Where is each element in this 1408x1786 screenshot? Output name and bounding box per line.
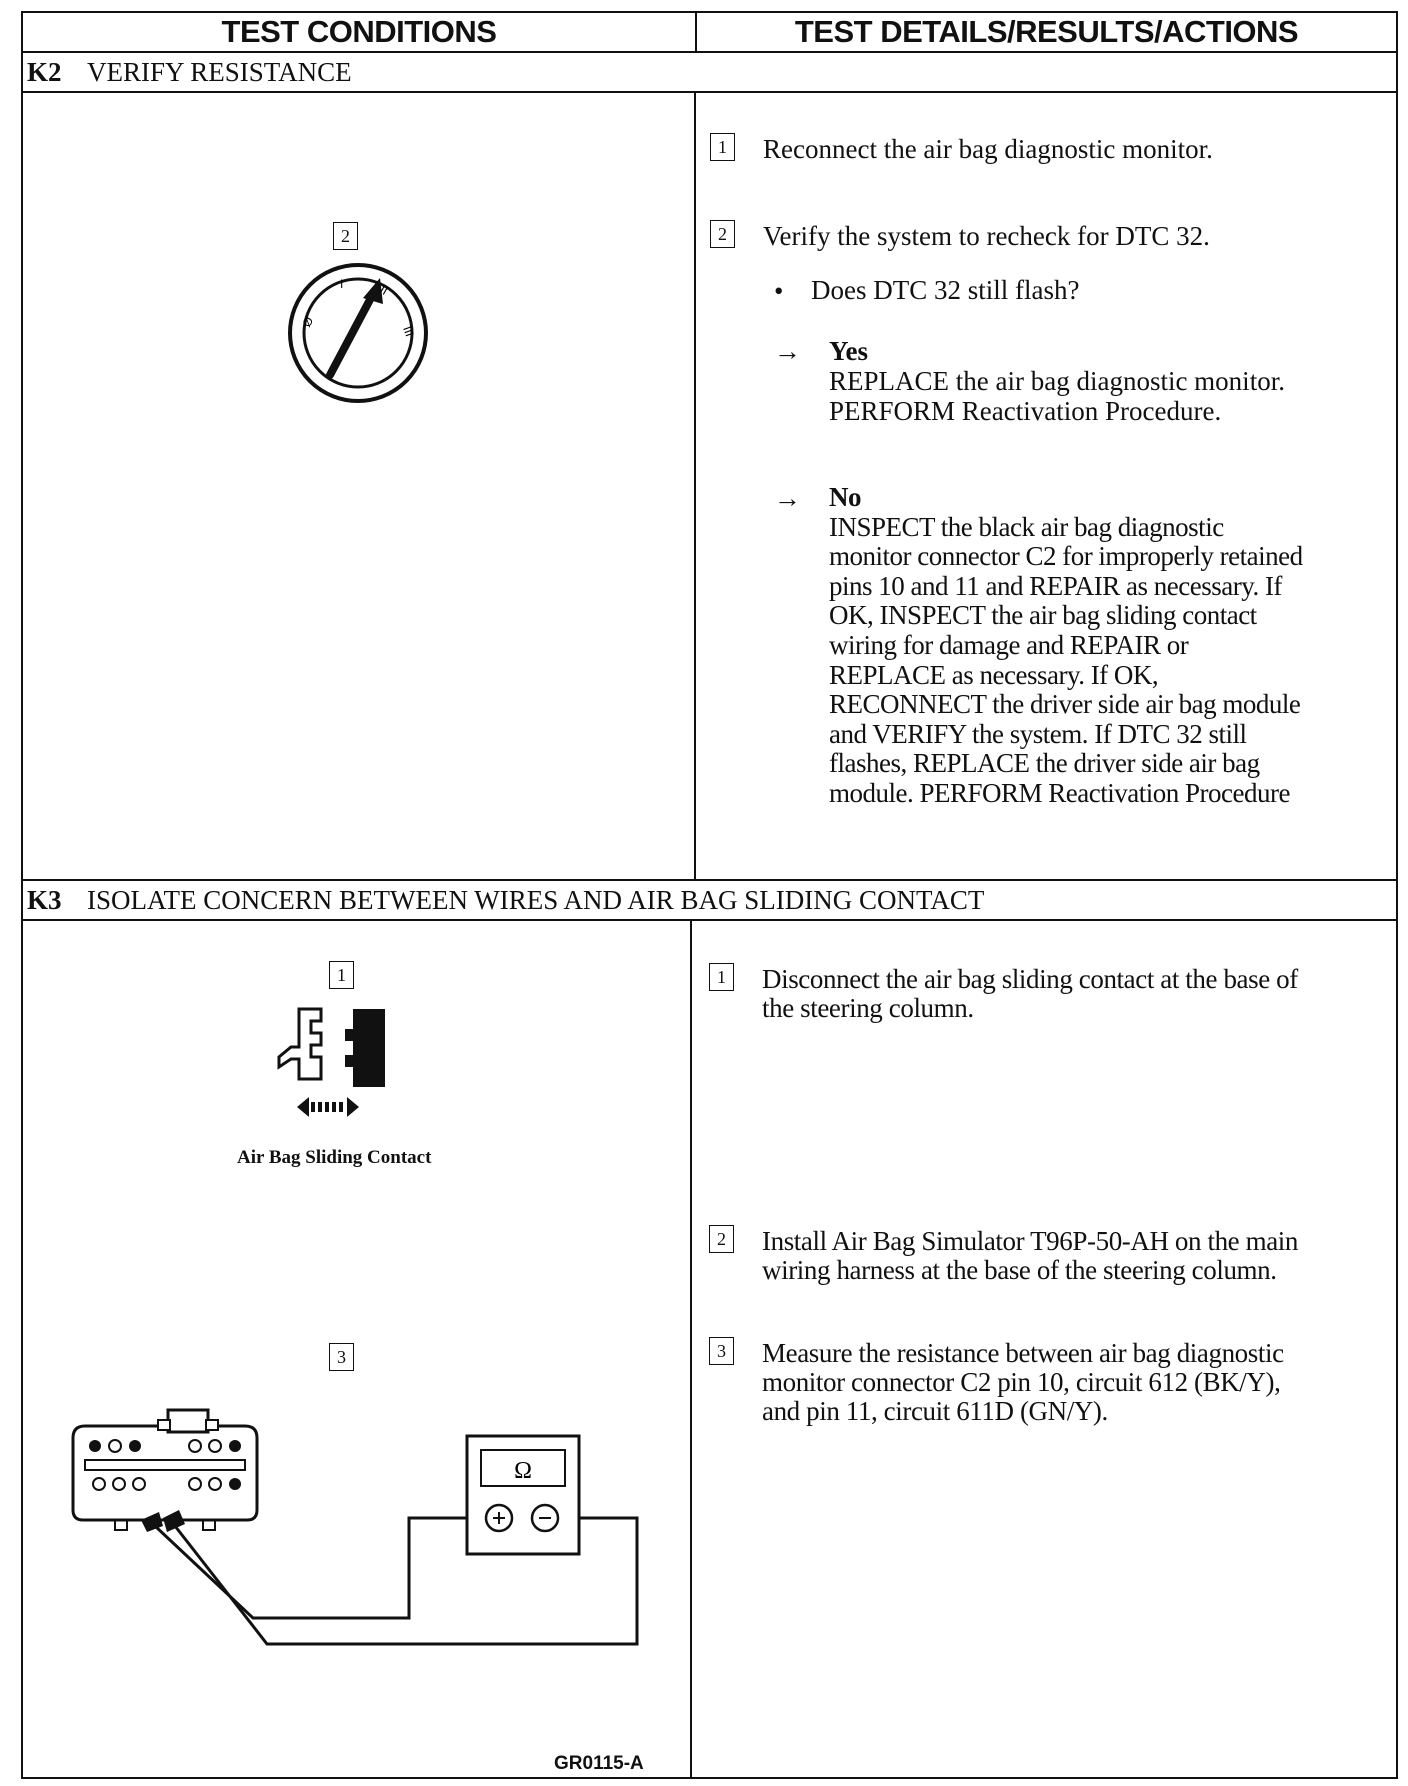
result-label-yes: Yes bbox=[829, 336, 868, 366]
result-line: RECONNECT the driver side air bag module bbox=[829, 689, 1301, 720]
svg-text:I: I bbox=[340, 277, 343, 291]
column-divider bbox=[694, 91, 696, 879]
k3-step3-number: 3 bbox=[709, 1337, 734, 1365]
k2-step1-number: 1 bbox=[710, 133, 735, 161]
divider bbox=[23, 51, 1396, 53]
k2-result-no: No INSPECT the black air bag diagnostic … bbox=[829, 482, 1303, 809]
sliding-contact-connector-icon bbox=[277, 1007, 385, 1117]
k3-step3-text: Measure the resistance between air bag d… bbox=[762, 1339, 1284, 1426]
result-line: OK, INSPECT the air bag sliding contact bbox=[829, 600, 1257, 631]
result-label-no: No bbox=[829, 482, 861, 512]
step-line: Disconnect the air bag sliding contact a… bbox=[762, 964, 1298, 994]
k3-step1-text: Disconnect the air bag sliding contact a… bbox=[762, 965, 1298, 1023]
k2-question: Does DTC 32 still flash? bbox=[811, 275, 1080, 305]
result-line: REPLACE as necessary. If OK, bbox=[829, 659, 1159, 690]
k3-figure-callout-1: 1 bbox=[329, 961, 354, 989]
step-line: and pin 11, circuit 611D (GN/Y). bbox=[762, 1396, 1108, 1426]
divider bbox=[23, 91, 1396, 93]
k2-result-yes: Yes REPLACE the air bag diagnostic monit… bbox=[829, 336, 1285, 426]
result-line: INSPECT the black air bag diagnostic bbox=[829, 511, 1224, 542]
step-line: the steering column. bbox=[762, 993, 974, 1023]
k2-title: VERIFY RESISTANCE bbox=[87, 57, 352, 87]
result-line: flashes, REPLACE the driver side air bag bbox=[829, 748, 1260, 779]
column-divider bbox=[690, 919, 692, 1779]
result-line: monitor connector C2 for improperly reta… bbox=[829, 541, 1303, 572]
result-line: module. PERFORM Reactivation Procedure bbox=[829, 777, 1290, 808]
divider bbox=[23, 919, 1396, 921]
step-line: wiring harness at the base of the steeri… bbox=[762, 1255, 1277, 1285]
k2-figure-callout: 2 bbox=[333, 222, 358, 250]
figure-id: GR0115-A bbox=[554, 1753, 644, 1774]
k3-figure-callout-3: 3 bbox=[329, 1343, 354, 1371]
result-line: and VERIFY the system. If DTC 32 still bbox=[829, 718, 1247, 749]
k2-code: K2 bbox=[27, 57, 62, 87]
k2-step1-text: Reconnect the air bag diagnostic monitor… bbox=[763, 134, 1213, 164]
ohmmeter-connector-diagram: Ω bbox=[71, 1408, 639, 1646]
header-test-details: TEST DETAILS/RESULTS/ACTIONS bbox=[794, 14, 1299, 49]
k3-step2-number: 2 bbox=[709, 1225, 734, 1253]
svg-text:Ø: Ø bbox=[299, 314, 316, 329]
svg-text:III: III bbox=[400, 324, 417, 338]
test-procedure-page: TEST CONDITIONS TEST DETAILS/RESULTS/ACT… bbox=[21, 11, 1398, 1779]
arrow-right-icon: → bbox=[774, 336, 801, 366]
k2-step2-text: Verify the system to recheck for DTC 32. bbox=[763, 221, 1210, 251]
header-test-conditions: TEST CONDITIONS bbox=[23, 13, 697, 51]
ignition-switch-icon: Ø I II III bbox=[288, 263, 428, 403]
result-line: wiring for damage and REPAIR or bbox=[829, 629, 1189, 660]
divider bbox=[23, 879, 1396, 881]
step-line: monitor connector C2 pin 10, circuit 612… bbox=[762, 1367, 1281, 1397]
k3-title: ISOLATE CONCERN BETWEEN WIRES AND AIR BA… bbox=[87, 885, 985, 915]
k3-code: K3 bbox=[27, 885, 62, 915]
k3-step1-number: 1 bbox=[709, 963, 734, 991]
sliding-contact-caption: Air Bag Sliding Contact bbox=[237, 1147, 432, 1168]
step-line: Install Air Bag Simulator T96P-50-AH on … bbox=[762, 1226, 1299, 1256]
result-line: REPLACE the air bag diagnostic monitor. bbox=[829, 366, 1285, 396]
k2-section-title: K2 VERIFY RESISTANCE bbox=[27, 57, 352, 88]
bullet-icon: • bbox=[774, 276, 784, 306]
arrow-right-icon: → bbox=[774, 483, 801, 513]
k3-section-title: K3 ISOLATE CONCERN BETWEEN WIRES AND AIR … bbox=[27, 885, 984, 916]
ohm-symbol: Ω bbox=[514, 1458, 532, 1484]
step-line: Measure the resistance between air bag d… bbox=[762, 1338, 1284, 1368]
result-line: PERFORM Reactivation Procedure. bbox=[829, 396, 1222, 426]
k3-step2-text: Install Air Bag Simulator T96P-50-AH on … bbox=[762, 1227, 1298, 1285]
result-line: pins 10 and 11 and REPAIR as necessary. … bbox=[829, 570, 1282, 601]
k2-step2-number: 2 bbox=[710, 220, 735, 248]
